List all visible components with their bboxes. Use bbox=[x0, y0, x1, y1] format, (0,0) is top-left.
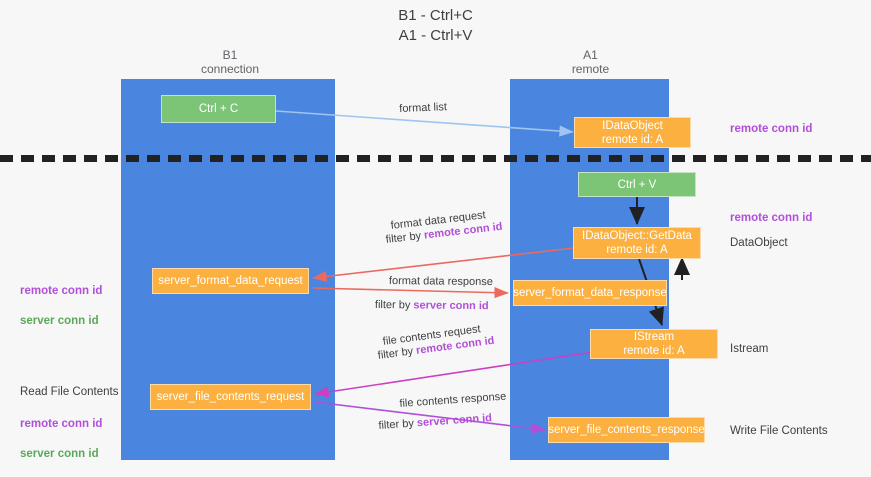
edge-label-emph: server conn id bbox=[416, 412, 493, 430]
annotation-remote-conn-id-left-1: remote conn id bbox=[20, 285, 103, 297]
node-getdata[interactable]: IDataObject::GetData remote id: A bbox=[573, 227, 701, 259]
annotation-remote-conn-id-top: remote conn id bbox=[730, 123, 813, 135]
node-getdata-label: IDataObject::GetData bbox=[582, 230, 692, 242]
node-server-file-contents-response-label: server_file_contents_response bbox=[548, 424, 705, 436]
node-idataobject-sublabel: remote id: A bbox=[601, 133, 664, 146]
annotation-istream: Istream bbox=[730, 343, 769, 355]
edge-label-format-data-response: format data response bbox=[388, 274, 493, 289]
node-server-file-contents-request[interactable]: server_file_contents_request bbox=[150, 384, 311, 410]
node-idataobject[interactable]: IDataObject remote id: A bbox=[574, 117, 691, 148]
node-istream[interactable]: IStream remote id: A bbox=[590, 329, 718, 359]
edge-label-file-contents-response: file contents response bbox=[399, 390, 507, 410]
node-getdata-sublabel: remote id: A bbox=[606, 244, 668, 256]
node-server-file-contents-response[interactable]: server_file_contents_response bbox=[548, 417, 705, 443]
annotation-remote-conn-id-left-2: remote conn id bbox=[20, 418, 103, 430]
annotation-conn-ids-upper: remote conn id server conn id bbox=[20, 269, 102, 344]
section-divider bbox=[0, 155, 871, 162]
edge-label-emph: server conn id bbox=[413, 299, 489, 313]
node-ctrl-c[interactable]: Ctrl + C bbox=[161, 95, 276, 123]
annotation-write-file-contents: Write File Contents bbox=[730, 425, 828, 437]
node-ctrl-v[interactable]: Ctrl + V bbox=[578, 172, 696, 197]
edge-label-prefix: filter by bbox=[385, 229, 425, 246]
node-server-format-data-request[interactable]: server_format_data_request bbox=[152, 268, 309, 294]
node-ctrl-c-label: Ctrl + C bbox=[198, 103, 239, 115]
edge-label-prefix: filter by bbox=[374, 298, 414, 312]
annotation-server-conn-id-left-2: server conn id bbox=[20, 448, 99, 460]
annotation-dataobject: DataObject bbox=[730, 237, 788, 249]
edge-label-format-list: format list bbox=[399, 101, 448, 115]
annotation-conn-ids-lower: remote conn id server conn id bbox=[20, 402, 102, 477]
node-server-format-data-response[interactable]: server_format_data_response bbox=[513, 280, 667, 306]
annotation-server-conn-id-left-1: server conn id bbox=[20, 315, 99, 327]
node-server-format-data-response-label: server_format_data_response bbox=[513, 287, 667, 299]
node-idataobject-label: IDataObject bbox=[602, 119, 663, 132]
edge-label-format-data-response-filter: filter by server conn id bbox=[375, 298, 489, 314]
edge-label-file-contents-response-filter: filter by server conn id bbox=[378, 411, 492, 434]
lane-header-a1: A1 remote bbox=[571, 48, 610, 76]
node-istream-sublabel: remote id: A bbox=[623, 345, 685, 357]
node-server-format-data-request-label: server_format_data_request bbox=[158, 275, 303, 287]
annotation-remote-conn-id-mid: remote conn id bbox=[730, 212, 813, 224]
lane-header-b1: B1 connection bbox=[200, 48, 260, 76]
edge-label-prefix: filter by bbox=[378, 417, 418, 432]
diagram-canvas: B1 - Ctrl+C A1 - Ctrl+V B1 connection A1… bbox=[0, 7, 871, 460]
page-title: B1 - Ctrl+C A1 - Ctrl+V bbox=[398, 7, 473, 44]
node-istream-label: IStream bbox=[633, 331, 675, 343]
node-server-file-contents-request-label: server_file_contents_request bbox=[156, 391, 305, 403]
node-ctrl-v-label: Ctrl + V bbox=[617, 178, 657, 191]
annotation-read-file-contents: Read File Contents bbox=[20, 386, 119, 398]
edge-label-prefix: filter by bbox=[377, 344, 417, 362]
